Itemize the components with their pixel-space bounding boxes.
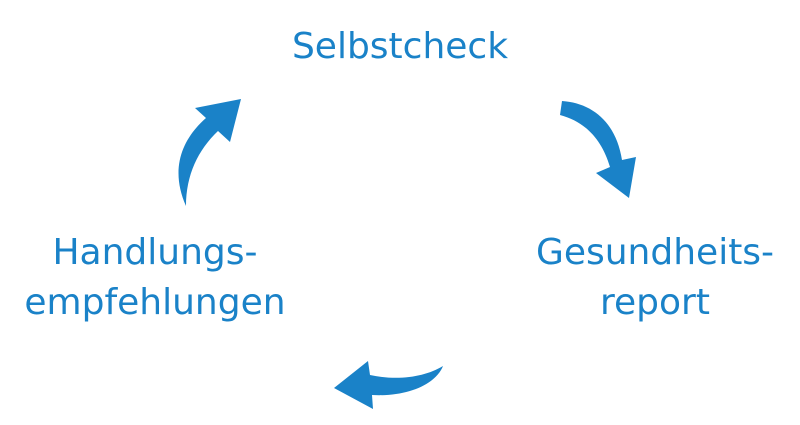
node-gesundheitsreport: Gesundheits- report xyxy=(520,228,790,328)
node-gesundheitsreport-line-1: Gesundheits- xyxy=(535,232,775,273)
node-handlungsempfehlungen-line-2: empfehlungen xyxy=(24,282,286,323)
node-handlungsempfehlungen: Handlungs- empfehlungen xyxy=(10,228,300,328)
arrow-left-to-top-icon xyxy=(178,99,241,206)
arrow-top-to-right-icon xyxy=(560,101,636,198)
node-selbstcheck: Selbstcheck xyxy=(0,22,800,72)
arrow-right-to-left-icon xyxy=(334,361,443,409)
node-gesundheitsreport-line-2: report xyxy=(600,282,710,323)
node-selbstcheck-line-1: Selbstcheck xyxy=(291,26,509,67)
node-handlungsempfehlungen-line-1: Handlungs- xyxy=(52,232,258,273)
